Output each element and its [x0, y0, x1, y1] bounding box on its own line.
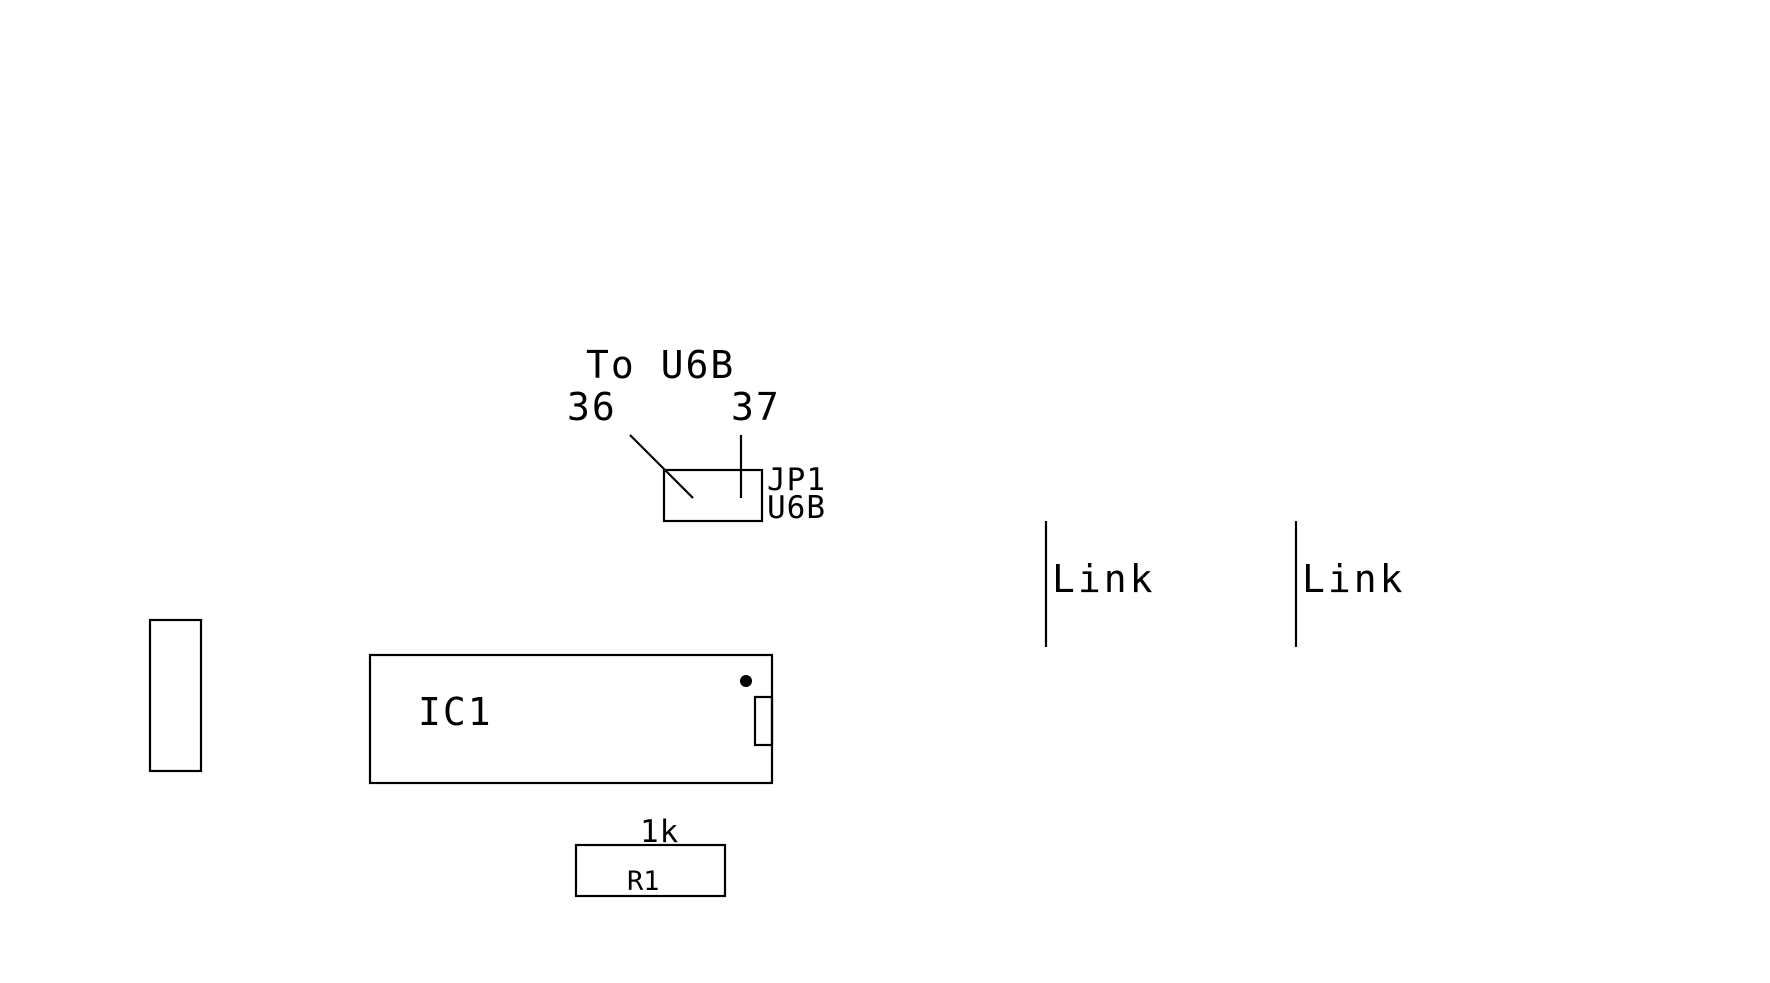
ic-pin1-dot: [740, 675, 752, 687]
link-marker-2: Link: [1294, 521, 1406, 647]
connector-outline: [148, 618, 203, 773]
jumper-pin-left-leader: [629, 434, 694, 499]
jumper-jp1: To U6B 36 37 JP1 U6B: [567, 343, 826, 526]
link-label: Link: [1052, 557, 1156, 601]
jumper-body: [662, 468, 764, 523]
link-marker-1: Link: [1044, 521, 1156, 647]
resistor-ref: R1: [627, 866, 660, 897]
link-label: Link: [1302, 557, 1406, 601]
ic-ref: IC1: [418, 690, 493, 734]
jumper-note: To U6B: [586, 343, 735, 387]
jumper-value: U6B: [767, 490, 826, 526]
ic-notch: [753, 695, 774, 747]
resistor-r1: 1k R1: [574, 814, 727, 898]
jumper-pin-right-label: 37: [731, 385, 781, 429]
ic1-footprint: IC1: [368, 653, 774, 785]
resistor-body: [574, 843, 727, 898]
jumper-ref: JP1: [767, 462, 826, 498]
jumper-pin-left-label: 36: [567, 385, 617, 429]
